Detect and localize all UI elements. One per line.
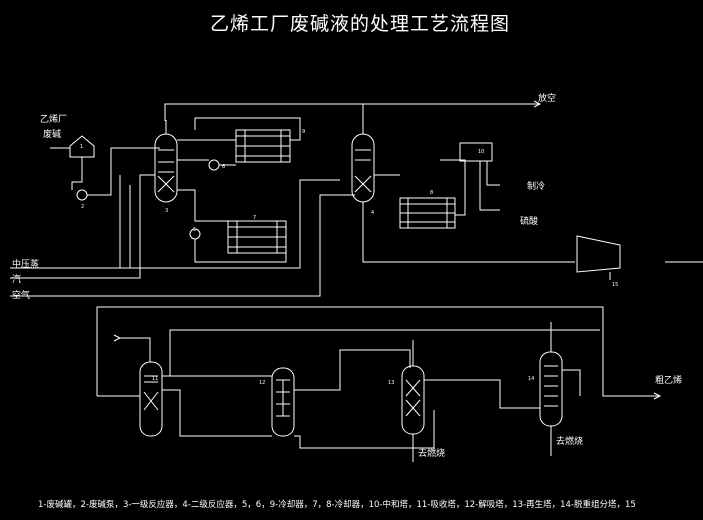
pump-6: [208, 159, 220, 171]
deheavy-tower-14: [539, 351, 563, 427]
compressor: [576, 235, 621, 273]
label-air: 空气: [12, 291, 31, 301]
label-acid: 硫酸: [520, 217, 539, 227]
label-waste-alkali-2: 废碱: [43, 130, 62, 140]
legend: 1-废碱罐，2-废碱泵，3-一级反应器，4-二级反应器，5，6，9-冷却器，7，…: [38, 500, 636, 510]
num-1: 1: [80, 144, 84, 150]
absorber-11: [139, 361, 163, 437]
num-13: 13: [388, 380, 395, 386]
num-7: 7: [253, 215, 257, 221]
label-fuel-2: 去燃烧: [556, 437, 584, 447]
alkali-pump: [76, 189, 88, 201]
label-mp-steam-2: 汽: [12, 275, 22, 285]
vent-line: [164, 103, 540, 121]
desorber-12: [271, 367, 295, 437]
page-title: 乙烯工厂废碱液的处理工艺流程图: [209, 13, 510, 35]
label-fuel-1: 去燃烧: [418, 449, 446, 459]
num-6: 6: [222, 164, 226, 170]
num-9: 9: [302, 129, 306, 135]
product-arrow: [653, 392, 662, 400]
num-12: 12: [259, 380, 266, 386]
vent-arrow: [533, 100, 542, 108]
num-4: 4: [371, 210, 375, 216]
label-waste-alkali: 乙烯厂: [40, 115, 68, 125]
num-11: 11: [152, 376, 159, 382]
num-10: 10: [478, 149, 485, 155]
label-mp-steam: 中压蒸: [12, 260, 40, 270]
air-line: [10, 194, 355, 297]
num-14: 14: [528, 376, 535, 382]
num-2: 2: [81, 204, 85, 210]
num-5: 5: [193, 227, 197, 233]
steam-line-2: [10, 174, 155, 279]
mp-steam-line: [10, 179, 340, 269]
feed-line-2: [71, 157, 83, 190]
label-vent: 放空: [538, 94, 557, 104]
num-15: 15: [612, 282, 619, 288]
num-8: 8: [430, 190, 434, 196]
neutralizer-10: [459, 142, 493, 162]
label-cooling: 制冷: [527, 182, 546, 192]
num-3: 3: [165, 208, 169, 214]
label-crude-ethylene: 粗乙烯: [655, 376, 683, 386]
regenerator-13: [401, 365, 425, 435]
alkali-tank: [69, 135, 95, 158]
